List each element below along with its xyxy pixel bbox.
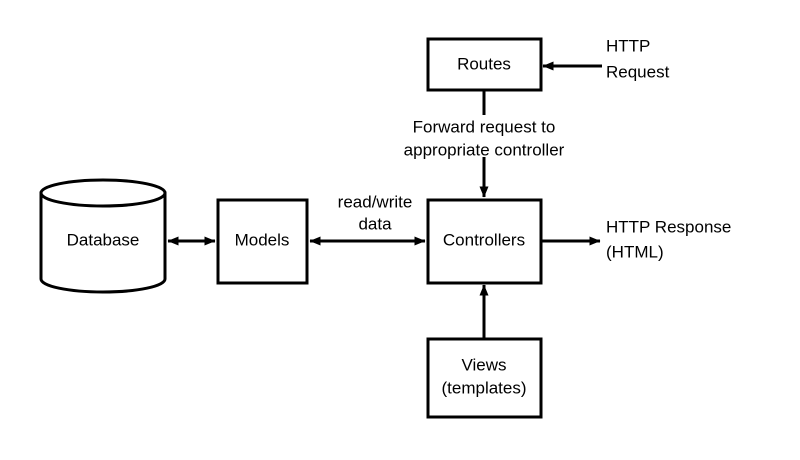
- node-database[interactable]: Database: [39, 178, 167, 294]
- node-views[interactable]: Views (templates): [426, 337, 543, 419]
- edge-routes-label-backdrop: [390, 115, 580, 157]
- routes-box: [426, 37, 543, 92]
- edge-models-controllers: read/write data: [309, 192, 426, 246]
- edge-http-response: HTTP Response (HTML): [541, 217, 731, 261]
- node-models[interactable]: Models: [216, 198, 309, 285]
- node-database-label: Database: [67, 230, 140, 249]
- edge-http-response-label-line1: HTTP Response: [606, 217, 731, 236]
- edge-models-controllers-label-line2: data: [358, 214, 392, 233]
- edge-routes-to-controllers: Forward request to appropriate controlle…: [390, 90, 580, 198]
- edge-http-response-label-line2: (HTML): [606, 242, 664, 261]
- node-views-label-line2: (templates): [441, 378, 526, 397]
- views-box: [426, 337, 543, 419]
- edge-routes-to-controllers-label-line2: appropriate controller: [404, 140, 565, 159]
- edge-http-request: HTTP Request: [542, 36, 670, 81]
- node-views-label-line1: Views: [461, 355, 506, 374]
- node-controllers[interactable]: Controllers: [426, 198, 543, 285]
- database-cylinder-body: [39, 191, 167, 294]
- edge-models-controllers-label-line1: read/write: [338, 192, 413, 211]
- controllers-box: [426, 198, 543, 285]
- node-models-label: Models: [235, 230, 290, 249]
- database-cylinder-top: [39, 178, 167, 208]
- node-routes[interactable]: Routes: [426, 37, 543, 92]
- edge-routes-to-controllers-label-line1: Forward request to: [413, 117, 556, 136]
- node-routes-label: Routes: [457, 54, 511, 73]
- edge-http-request-label-line1: HTTP: [606, 36, 650, 55]
- node-controllers-label: Controllers: [443, 230, 525, 249]
- edge-http-request-label-line2: Request: [606, 62, 670, 81]
- models-box: [216, 198, 309, 285]
